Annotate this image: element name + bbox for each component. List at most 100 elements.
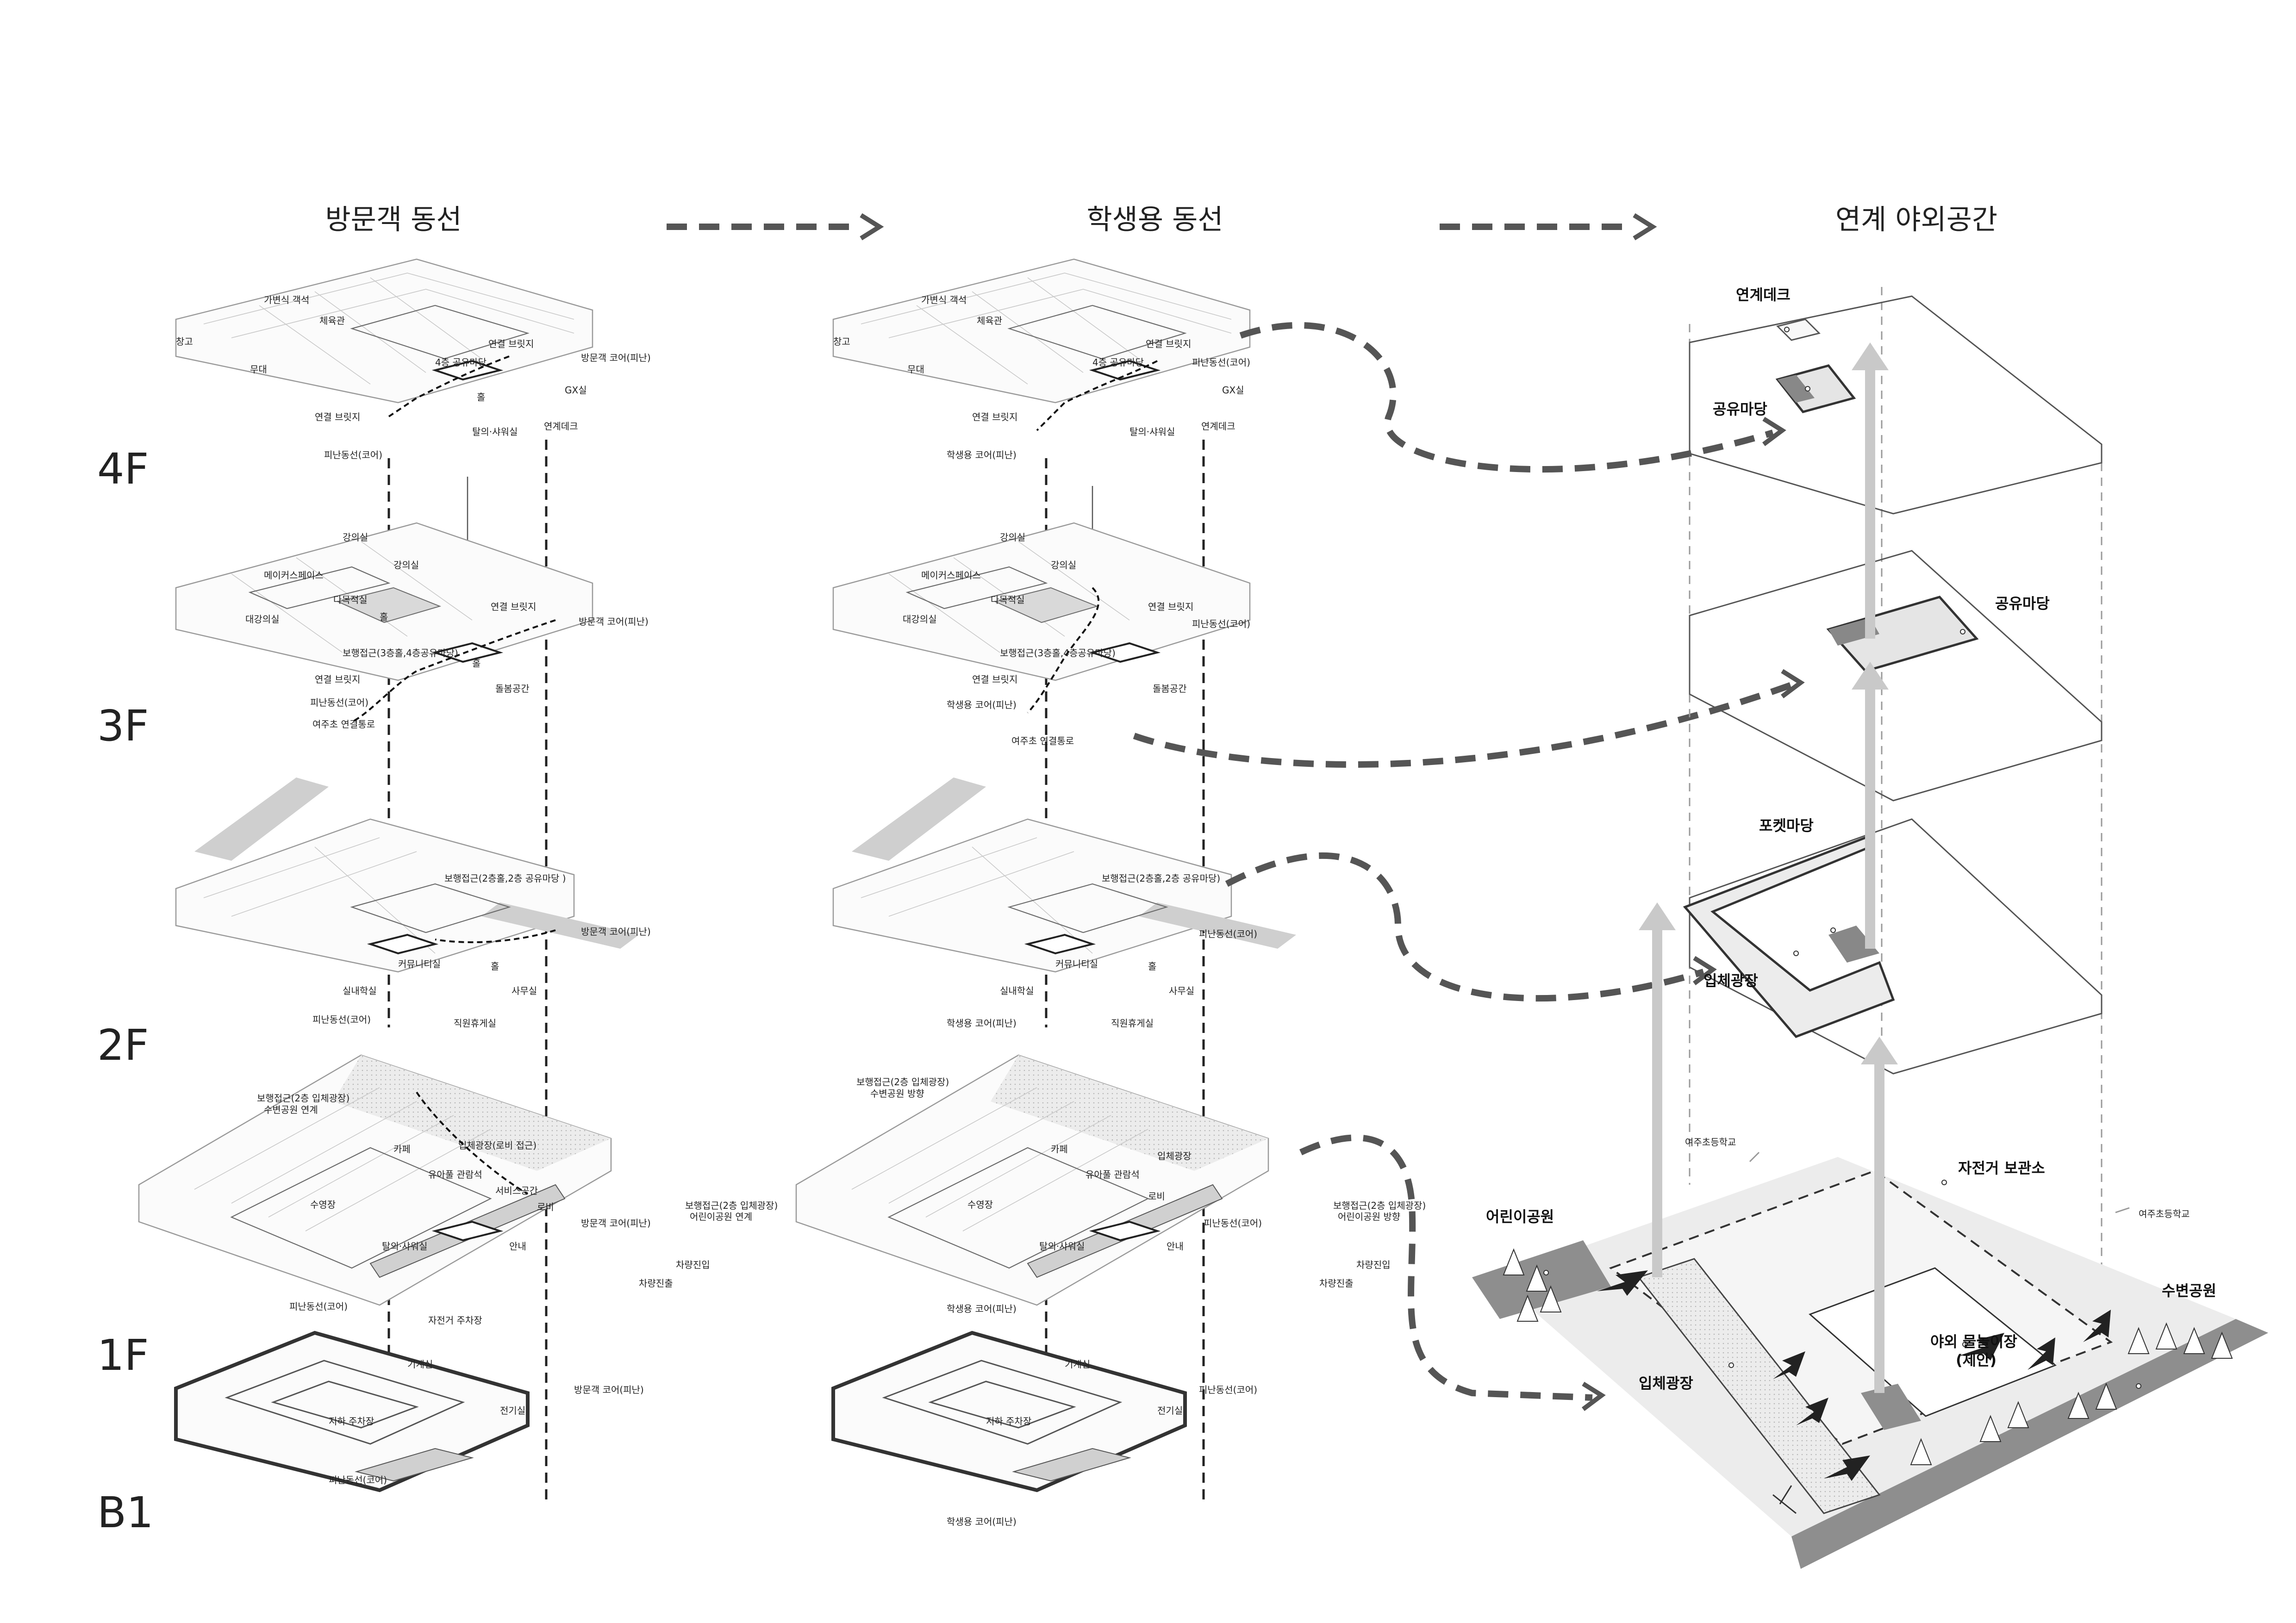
tree-group-right (1910, 1322, 2233, 1465)
outdoor-plaza-2f: 입체광장 (1703, 972, 1758, 989)
s3-student-core: 학생용 코어(피난) (947, 699, 1017, 710)
s3-access: 보행접근(3층홀,4층공유마당) (1000, 647, 1116, 659)
v3-hall2: 홀 (472, 658, 480, 669)
outdoor-kids-park: 어린이공원 (1486, 1208, 1554, 1225)
link-curve-3f (1133, 682, 1793, 768)
header-arrow-1 (667, 213, 884, 241)
sb1-parking: 지하 주차장 (986, 1416, 1031, 1427)
school-arrow-1 (1749, 1151, 1760, 1163)
north-arrow-icon (1772, 1485, 1797, 1514)
v3-hall1: 홀 (380, 611, 388, 622)
s3-bridge-left: 연결 브릿지 (972, 674, 1017, 685)
pin-markers (1543, 327, 2141, 1389)
header-visitor: 방문객 동선 (325, 204, 462, 236)
outdoor-school-right: 여주초등학교 (2139, 1208, 2190, 1219)
v3-play: 돌봄공간 (495, 683, 530, 694)
v3-big-lecture: 대강의실 (245, 614, 280, 625)
student-column: 가변식 객석 체육관 창고 무대 연결 브릿지 4층 공유마당 피난동선(코어)… (795, 258, 1426, 1527)
visitor-plate-1f (138, 1054, 612, 1306)
v1-info: 안내 (509, 1241, 526, 1252)
v3-core: 방문객 코어(피난) (579, 616, 649, 627)
floor-label-3f: 3F (97, 701, 149, 751)
outdoor-bike: 자전거 보관소 (1958, 1159, 2045, 1177)
v1-access2: 보행접근(2층 입체광장) (685, 1200, 778, 1211)
s4-gx: GX실 (1222, 385, 1244, 396)
visitor-route-2f (435, 929, 556, 943)
s2-community: 커뮤니티실 (1055, 958, 1098, 970)
v2-staff: 직원휴게실 (454, 1018, 496, 1029)
outdoor-shared-3f: 공유마당 (1995, 595, 2050, 612)
v1-lobby: 로비 (537, 1201, 554, 1213)
visitor-plate-b1 (176, 1333, 528, 1490)
v3-multi: 다목적실 (333, 594, 368, 605)
header-student: 학생용 동선 (1086, 204, 1223, 236)
s1-pool: 수영장 (967, 1199, 993, 1210)
v4-storage: 창고 (176, 336, 193, 347)
visitor-column: 가변식 객석 체육관 창고 무대 연결 브릿지 4층 공유마당 방문객 코어(피… (138, 258, 778, 1504)
student-plate-4f (832, 258, 1251, 404)
v2-community: 커뮤니티실 (398, 958, 441, 970)
s4-deck: 연계데크 (1201, 421, 1235, 432)
v3-school-link: 여주초 연결통로 (312, 719, 375, 730)
v4-evac: 피난동선(코어) (324, 449, 382, 460)
v1-cafe: 카페 (393, 1144, 411, 1155)
s3-lecture1: 강의실 (1000, 532, 1025, 543)
s1-lobby: 로비 (1148, 1191, 1165, 1202)
v4-seats: 가변식 객석 (264, 294, 309, 305)
v3-lecture1: 강의실 (343, 532, 368, 543)
link-curve-1f (1299, 1134, 1593, 1401)
v1-car-out: 차량진출 (639, 1278, 673, 1289)
v1-service: 서비스공간 (495, 1185, 538, 1196)
s3-evac: 피난동선(코어) (1192, 618, 1250, 629)
v2-hall: 홀 (491, 961, 499, 972)
v2-evac: 피난동선(코어) (312, 1014, 371, 1025)
s3-multi: 다목적실 (991, 594, 1025, 605)
outdoor-plane-2f (1683, 818, 2103, 1075)
v3-maker: 메이커스페이스 (264, 570, 324, 581)
outdoor-water-park: 수변공원 (2162, 1282, 2216, 1300)
outdoor-water-play: 야외 물놀이장 (1930, 1333, 2017, 1350)
s3-maker: 메이커스페이스 (921, 570, 981, 581)
school-arrow-2 (2115, 1207, 2130, 1213)
student-plate-1f (795, 1054, 1269, 1306)
v4-bridge-left: 연결 브릿지 (315, 411, 360, 423)
floor-label-1f: 1F (97, 1331, 149, 1380)
outdoor-ground (1472, 1157, 2268, 1569)
deck-rect (1776, 318, 1821, 341)
floor-label-4f: 4F (97, 444, 149, 494)
v1-viewing: 유아풀 관람석 (428, 1169, 482, 1180)
sb1-machine: 기계실 (1065, 1359, 1090, 1370)
outdoor-plaza-1f: 입체광장 (1639, 1374, 1693, 1392)
s3-school-link: 여주초 연결통로 (1011, 735, 1074, 746)
v1-evac: 피난동선(코어) (289, 1301, 348, 1312)
header-outdoor: 연계 야외공간 (1835, 204, 1997, 236)
v1-car-in: 차량진입 (676, 1259, 710, 1270)
v4-shower: 탈의·샤워실 (472, 426, 518, 437)
link-curve-1f-arrowhead (1582, 1381, 1606, 1411)
link-curve-4f-arrowhead (1762, 417, 1786, 446)
v4-shared: 4층 공유마당 (435, 357, 487, 368)
v1-park-link: 수변공원 연계 (264, 1104, 318, 1115)
v4-bridge-top: 연결 브릿지 (488, 338, 534, 349)
s1-car-out: 차량진출 (1319, 1278, 1354, 1289)
outdoor-pocket: 포켓마당 (1759, 817, 1814, 834)
s1-student-core: 학생용 코어(피난) (947, 1303, 1017, 1314)
sb1-evac: 피난동선(코어) (1199, 1384, 1257, 1395)
s1-viewing: 유아풀 관람석 (1086, 1169, 1140, 1180)
floor-label-b1: B1 (97, 1488, 154, 1537)
visitor-route-1f (416, 1091, 529, 1195)
v1-pool: 수영장 (310, 1199, 336, 1210)
visitor-route-4f (388, 355, 510, 417)
s1-info: 안내 (1167, 1241, 1184, 1252)
shared-yard-3f (1826, 596, 1979, 672)
v1-core: 방문객 코어(피난) (581, 1218, 651, 1229)
s1-plaza: 입체광장 (1157, 1150, 1192, 1162)
sb1-electric: 전기실 (1157, 1405, 1183, 1416)
floor-label-2f: 2F (97, 1020, 149, 1070)
outdoor-school-ghost: 여주초등학교 (1685, 1137, 1736, 1148)
s4-bridge-left: 연결 브릿지 (972, 411, 1017, 423)
vertical-flow-arrows (1652, 366, 1884, 1393)
s4-stage: 무대 (907, 364, 924, 375)
s1-kids-link: 어린이공원 방향 (1338, 1211, 1400, 1222)
